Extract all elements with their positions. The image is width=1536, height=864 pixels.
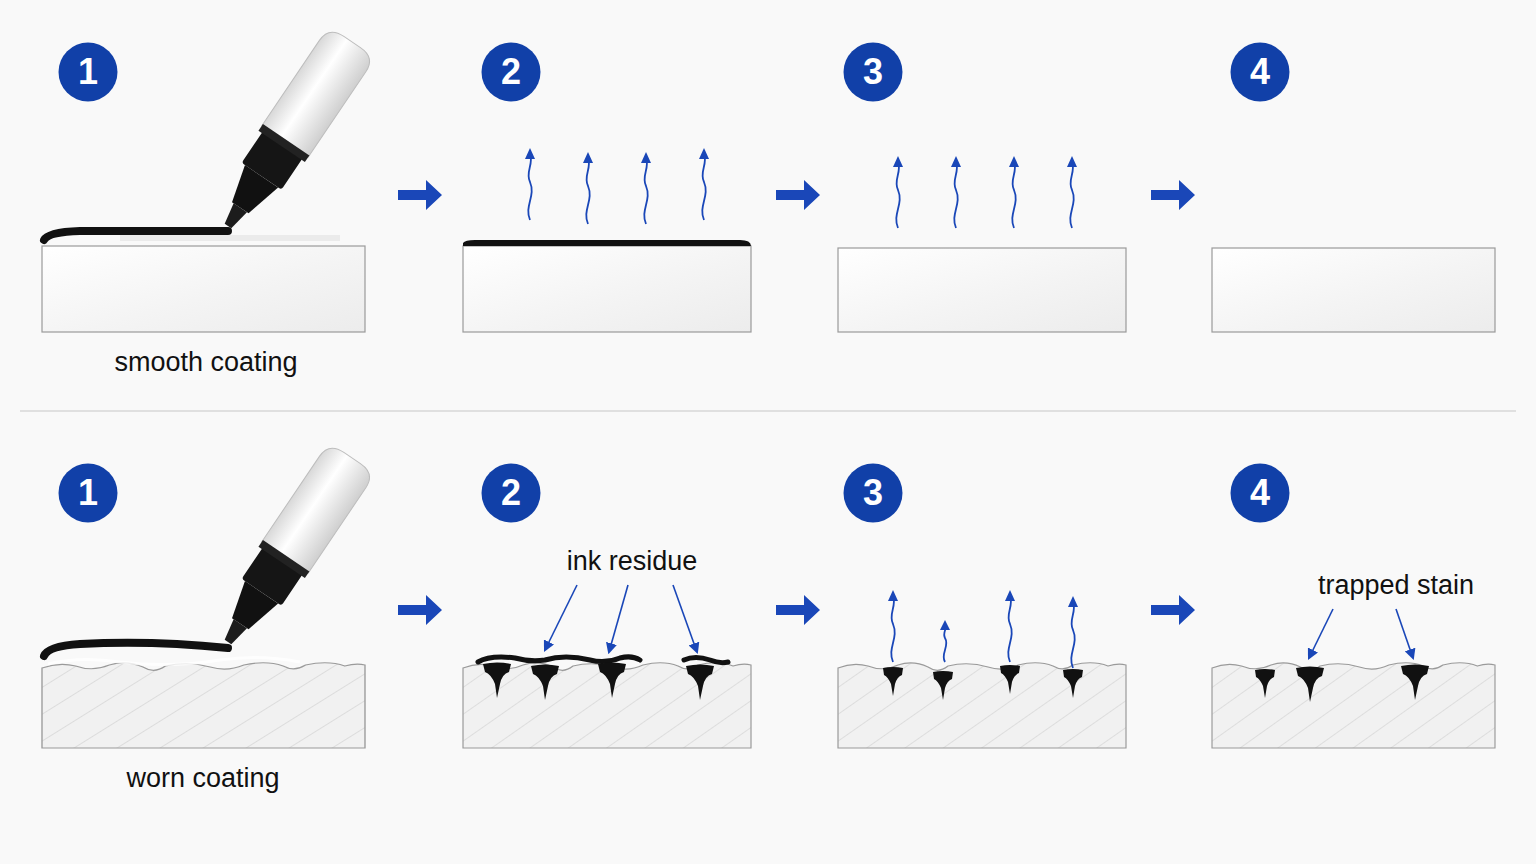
callout-label: trapped stain <box>1318 569 1474 601</box>
step-circle: 3 <box>843 42 903 102</box>
callout-number: 2 <box>481 463 541 523</box>
callout-number: 1 <box>58 463 118 523</box>
callout-number: 3 <box>843 463 903 523</box>
step-circle: 4 <box>1230 463 1290 523</box>
leader-lines <box>545 585 1413 658</box>
callout-number: 1 <box>58 42 118 102</box>
step-circle: 2 <box>481 463 541 523</box>
callout-number: 4 <box>1230 42 1290 102</box>
step-circle: 1 <box>58 463 118 523</box>
callout-number: 4 <box>1230 463 1290 523</box>
panel-caption: smooth coating <box>114 346 297 378</box>
panel-caption: worn coating <box>126 762 279 794</box>
callout-label: ink residue <box>567 545 698 577</box>
step-circle: 3 <box>843 463 903 523</box>
step-circle: 2 <box>481 42 541 102</box>
step-circle: 1 <box>58 42 118 102</box>
callout-number: 3 <box>843 42 903 102</box>
step-circle: 4 <box>1230 42 1290 102</box>
callout-number: 2 <box>481 42 541 102</box>
